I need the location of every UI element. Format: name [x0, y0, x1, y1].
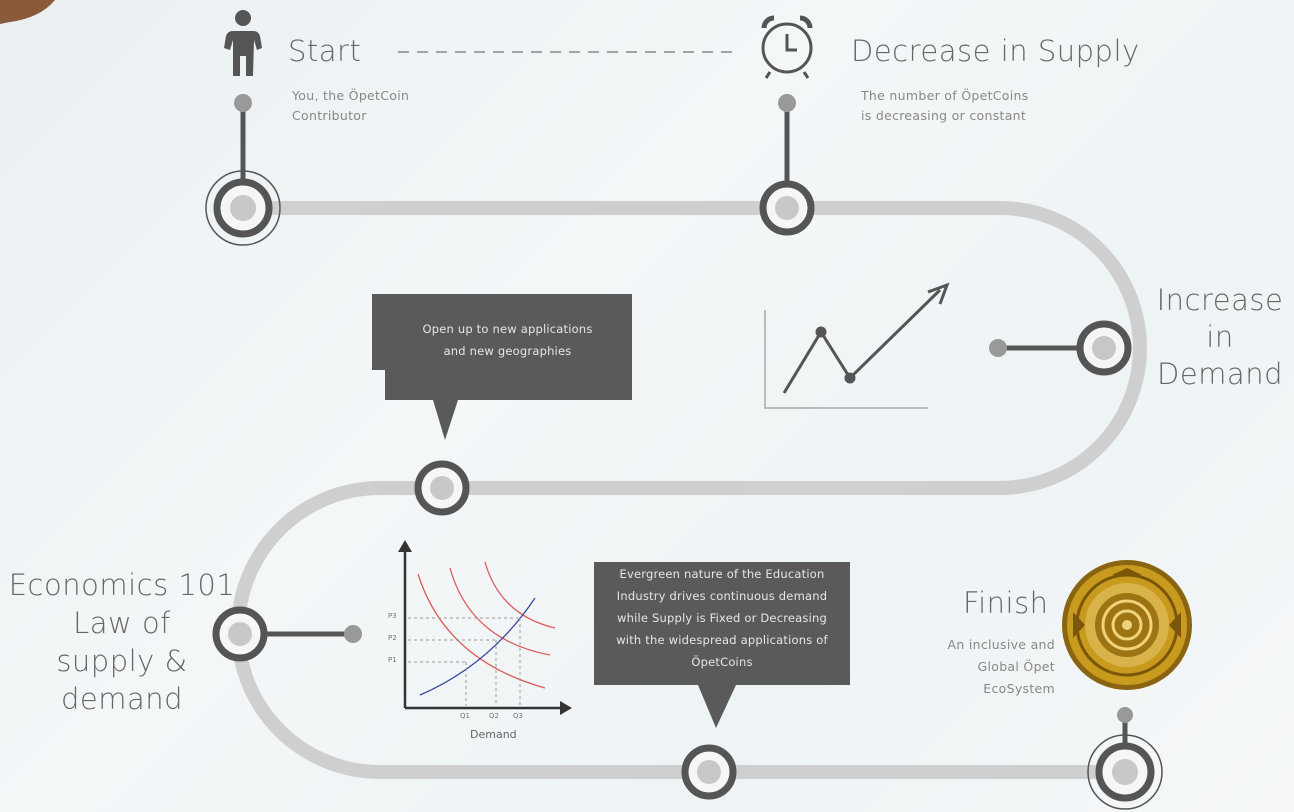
person-icon — [224, 10, 262, 76]
demand-node — [989, 320, 1132, 376]
trend-chart-icon — [764, 282, 950, 409]
roadmap-path — [231, 201, 1147, 779]
chart-ytick-p1: P1 — [388, 656, 397, 664]
demand-curve-1 — [417, 573, 546, 689]
start-subtitle: You, the ÖpetCoin Contributor — [292, 88, 410, 123]
chart-xtick-q3: Q3 — [513, 712, 523, 720]
evergreen-bubble — [594, 562, 850, 728]
supply-subtitle: The number of ÖpetCoins is decreasing or… — [861, 88, 1029, 123]
supply-demand-chart — [398, 540, 572, 715]
demand-curve-3 — [484, 561, 556, 629]
chart-ytick-p3: P3 — [388, 612, 397, 620]
chart-xtick-q2: Q2 — [489, 712, 499, 720]
supply-node — [759, 94, 815, 236]
chart-ytick-p2: P2 — [388, 634, 397, 642]
chart-xtick-q1: Q1 — [460, 712, 470, 720]
supply-title: Decrease in Supply — [851, 34, 1140, 68]
chart-xlabel: Demand — [470, 728, 517, 741]
opet-coin-icon — [1062, 560, 1192, 690]
applications-text: Open up to new applications and new geog… — [422, 322, 593, 358]
applications-node — [414, 460, 470, 516]
demand-title: Increase in Demand — [1156, 283, 1284, 391]
alarm-clock-icon — [761, 15, 813, 79]
corner-decoration — [0, 0, 55, 24]
economics-title: Economics 101 Law of supply & demand — [8, 568, 236, 716]
finish-node — [1087, 707, 1163, 810]
finish-subtitle: An inclusive and Global Öpet EcoSystem — [947, 637, 1055, 696]
start-title: Start — [288, 34, 362, 68]
start-node — [205, 94, 281, 246]
evergreen-node — [681, 744, 737, 800]
economics-node — [212, 606, 362, 662]
finish-title: Finish — [963, 586, 1049, 620]
supply-curve — [419, 597, 536, 696]
evergreen-text: Evergreen nature of the Education Indust… — [616, 567, 828, 669]
applications-bubble — [372, 294, 632, 440]
demand-curve-2 — [449, 567, 551, 656]
